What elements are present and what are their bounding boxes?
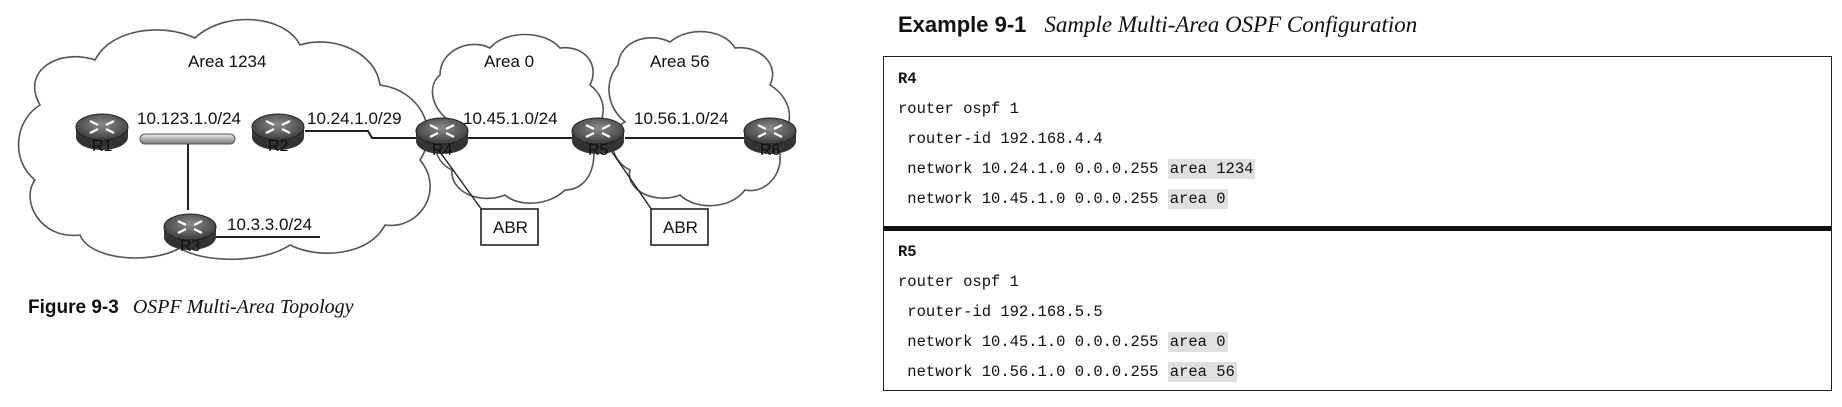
config-r4-line: router ospf 1 [898, 100, 1019, 118]
example-caption-title: Sample Multi-Area OSPF Configuration [1044, 12, 1418, 37]
abr-box-r5 [650, 208, 709, 246]
area-56-label: Area 56 [650, 52, 710, 71]
subnet-label-r2-r4: 10.24.1.0/29 [307, 109, 402, 128]
config-section-r4: R4 router ospf 1 router-id 192.168.4.4 n… [884, 57, 1831, 229]
router-r4-label: R4 [432, 142, 453, 159]
subnet-label-r4-r5: 10.45.1.0/24 [463, 109, 558, 128]
router-r3-label: R3 [180, 238, 201, 255]
subnet-label-r1-r2: 10.123.1.0/24 [137, 109, 241, 128]
abr-label-r5: ABR [663, 218, 698, 237]
area-1234-label: Area 1234 [188, 52, 266, 71]
topology-figure: R1 R2 R3 R4 R5 R6 Area 1234 Area 0 Area … [0, 0, 880, 407]
config-r4-line: network 10.45.1.0 0.0.0.255 area 0 [898, 186, 1228, 212]
figure-caption: Figure 9-3 OSPF Multi-Area Topology [28, 296, 354, 319]
config-listing: R4 router ospf 1 router-id 192.168.4.4 n… [883, 56, 1832, 391]
abr-leader-r5 [611, 151, 653, 211]
link-r2-r4 [305, 130, 430, 139]
figure-caption-number: Figure 9-3 [28, 297, 119, 318]
config-r4-line: network 10.24.1.0 0.0.0.255 area 1234 [898, 156, 1256, 182]
config-r4-line-text: network 10.45.1.0 0.0.0.255 [898, 190, 1168, 208]
config-section-r5: R5 router ospf 1 router-id 192.168.5.5 n… [884, 233, 1831, 390]
subnet-label-r3: 10.3.3.0/24 [227, 215, 312, 234]
router-r5-label: R5 [588, 142, 609, 159]
router-r6-label: R6 [760, 142, 781, 159]
router-r2-label: R2 [268, 138, 289, 155]
config-area-highlight: area 1234 [1167, 159, 1256, 179]
link-r1-r2-segment [139, 133, 236, 145]
area-0-label: Area 0 [484, 52, 534, 71]
config-r5-header: R5 [898, 243, 917, 261]
config-r4-line: router-id 192.168.4.4 [898, 130, 1103, 148]
config-r5-line: router-id 192.168.5.5 [898, 303, 1103, 321]
abr-box-r4 [480, 208, 539, 246]
topology-diagram: R1 R2 R3 R4 R5 R6 Area 1234 Area 0 Area … [17, 18, 798, 260]
router-r1-label: R1 [92, 138, 113, 155]
config-area-highlight: area 0 [1167, 189, 1228, 209]
example-caption-number: Example 9-1 [898, 12, 1027, 37]
config-area-highlight: area 0 [1167, 332, 1228, 352]
config-r5-line-text: network 10.45.1.0 0.0.0.255 [898, 333, 1168, 351]
config-r5-line-text: network 10.56.1.0 0.0.0.255 [898, 363, 1168, 381]
example-caption: Example 9-1 Sample Multi-Area OSPF Config… [898, 12, 1417, 38]
config-r5-line: router ospf 1 [898, 273, 1019, 291]
figure-caption-title: OSPF Multi-Area Topology [132, 296, 354, 318]
subnet-label-r5-r6: 10.56.1.0/24 [634, 109, 729, 128]
config-r4-line-text: network 10.24.1.0 0.0.0.255 [898, 160, 1168, 178]
abr-leader-r4 [439, 151, 483, 211]
config-r5-line: network 10.45.1.0 0.0.0.255 area 0 [898, 329, 1228, 355]
config-area-highlight: area 56 [1167, 362, 1237, 382]
config-r4-header: R4 [898, 70, 917, 88]
abr-label-r4: ABR [493, 218, 528, 237]
config-r5-line: network 10.56.1.0 0.0.0.255 area 56 [898, 359, 1237, 385]
config-section-divider [884, 226, 1831, 231]
